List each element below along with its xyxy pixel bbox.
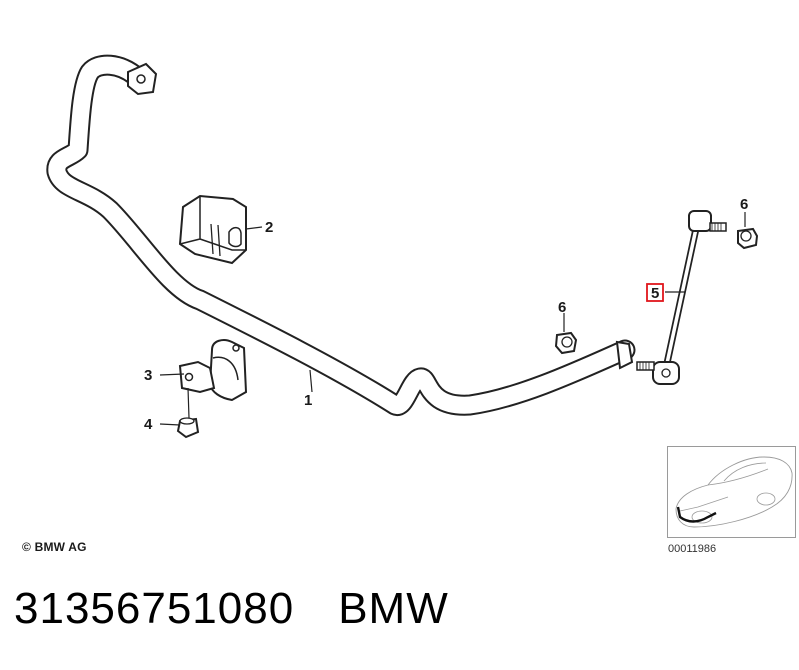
bracket [178, 339, 248, 402]
image-id-label: 00011986 [668, 543, 717, 555]
callout-nut-link-lower: 6 [558, 299, 566, 316]
callout-rubber-mounting: 2 [265, 219, 273, 236]
callout-nut-link-upper: 6 [740, 196, 748, 213]
car-outline-icon [675, 456, 793, 528]
copyright-label: © BMW AG [22, 540, 87, 554]
footer-caption: 31356751080 BMW [14, 584, 449, 634]
vehicle-location-thumbnail [667, 446, 796, 538]
nut-link-upper [737, 227, 759, 250]
callout-link-highlight [646, 283, 664, 302]
leader-lines [159, 212, 746, 426]
callout-stabilizer-bar: 1 [304, 392, 312, 409]
callout-bracket: 3 [144, 367, 152, 384]
stabilizer-link [636, 210, 727, 385]
part-number: 31356751080 [14, 584, 295, 633]
nut-bracket [176, 417, 200, 439]
callout-nut-bracket: 4 [144, 416, 153, 433]
nut-link-lower [554, 331, 578, 355]
callout-link: 5 [651, 285, 659, 302]
rubber-mounting [178, 194, 247, 265]
brand-name: BMW [338, 584, 449, 633]
stabilizer-bar [46, 54, 636, 416]
